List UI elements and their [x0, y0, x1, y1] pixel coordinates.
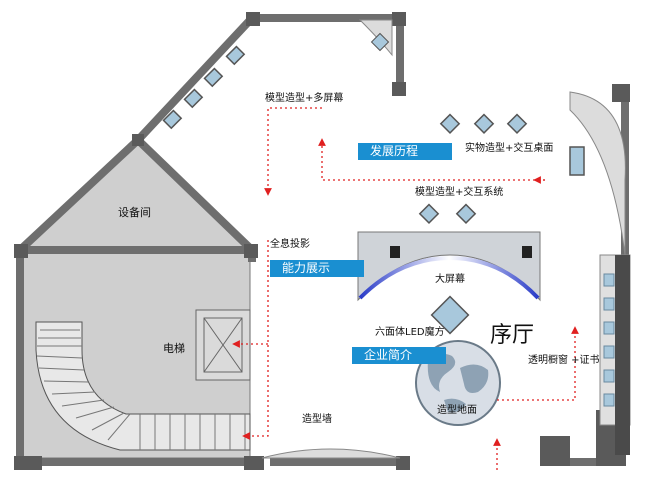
- label-physical-interactive: 实物造型+交互桌面: [465, 143, 554, 154]
- interactive-table: [569, 146, 585, 176]
- diagonal-displays: [162, 45, 246, 130]
- room-label-equipment: 设备间: [118, 206, 151, 219]
- label-big-screen: 大屏幕: [435, 274, 465, 285]
- label-globe: 造型地面: [437, 405, 477, 416]
- staircase: [35, 321, 251, 451]
- led-cube: [430, 295, 470, 335]
- label-showcase: 透明橱窗 +证书: [528, 355, 600, 366]
- zone-badge-company: 企业简介: [352, 347, 446, 364]
- zone-badge-capability: 能力展示: [270, 260, 364, 277]
- label-led-cube: 六面体LED魔方: [375, 327, 445, 338]
- room-label-lobby: 序厅: [490, 323, 535, 348]
- wall-panel: [370, 32, 390, 52]
- zone-badge-development: 发展历程: [358, 143, 452, 160]
- bottom-wall-curve: [261, 448, 401, 459]
- room-label-elevator: 电梯: [163, 342, 185, 355]
- label-holographic: 全息投影: [270, 239, 310, 250]
- elevator-shaft: [195, 309, 251, 381]
- label-feature-wall: 造型墙: [302, 414, 332, 425]
- showcase-column: [599, 254, 631, 455]
- visitor-route: [232, 107, 579, 470]
- walls: [16, 14, 629, 466]
- label-model-multiscreen: 模型造型+多屏幕: [265, 93, 344, 104]
- model-pedestals: [418, 113, 528, 224]
- big-screen: [357, 231, 541, 302]
- label-model-interactive-system: 模型造型+交互系统: [415, 187, 504, 198]
